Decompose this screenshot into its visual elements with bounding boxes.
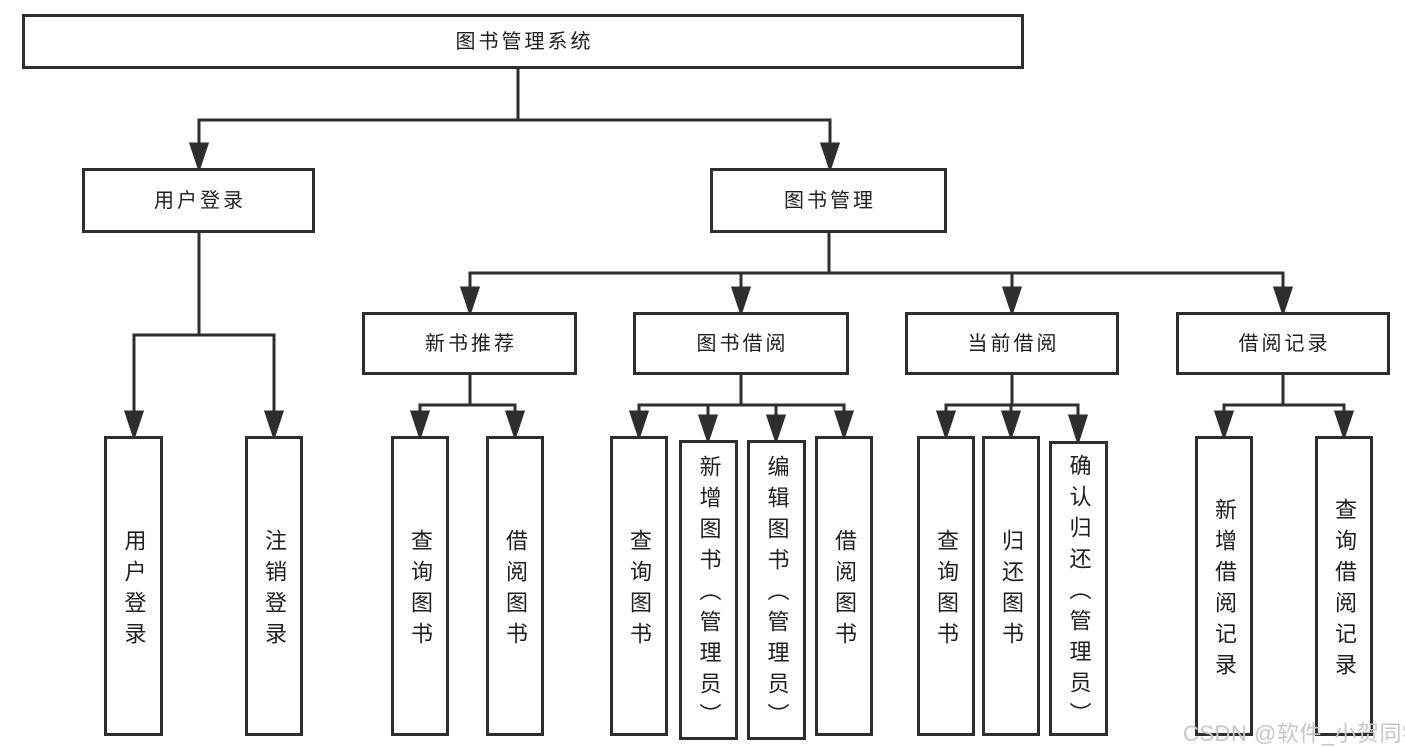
node-current-borrowing: 当前借阅 (905, 312, 1119, 375)
leaf-add-borrow-record: 新增借阅记录 (1195, 436, 1253, 736)
node-book-borrowing: 图书借阅 (633, 312, 849, 375)
leaf-user-login: 用户登录 (104, 436, 163, 736)
leaf-add-books-admin: 新增图书（管理员） (679, 440, 738, 740)
node-borrowing-records: 借阅记录 (1176, 312, 1390, 375)
node-user-login: 用户登录 (82, 168, 315, 233)
leaf-edit-books-admin: 编辑图书（管理员） (747, 440, 806, 740)
node-book-management: 图书管理 (710, 168, 947, 233)
leaf-logout: 注销登录 (245, 436, 303, 736)
leaf-borrow-books-borrowing: 借阅图书 (815, 436, 873, 736)
watermark: CSDN @软件_小贺同学 (1183, 721, 1405, 746)
leaf-query-borrow-record: 查询借阅记录 (1315, 436, 1373, 736)
leaf-confirm-return-admin: 确认归还（管理员） (1049, 441, 1108, 736)
leaf-query-books-current: 查询图书 (917, 436, 975, 736)
leaf-query-books-borrowing: 查询图书 (610, 436, 668, 736)
leaf-query-books-recommend: 查询图书 (391, 436, 449, 736)
leaf-return-books: 归还图书 (982, 436, 1040, 736)
node-library-system: 图书管理系统 (22, 14, 1024, 69)
leaf-borrow-books-recommend: 借阅图书 (486, 436, 544, 736)
node-new-book-recommend: 新书推荐 (362, 312, 577, 375)
